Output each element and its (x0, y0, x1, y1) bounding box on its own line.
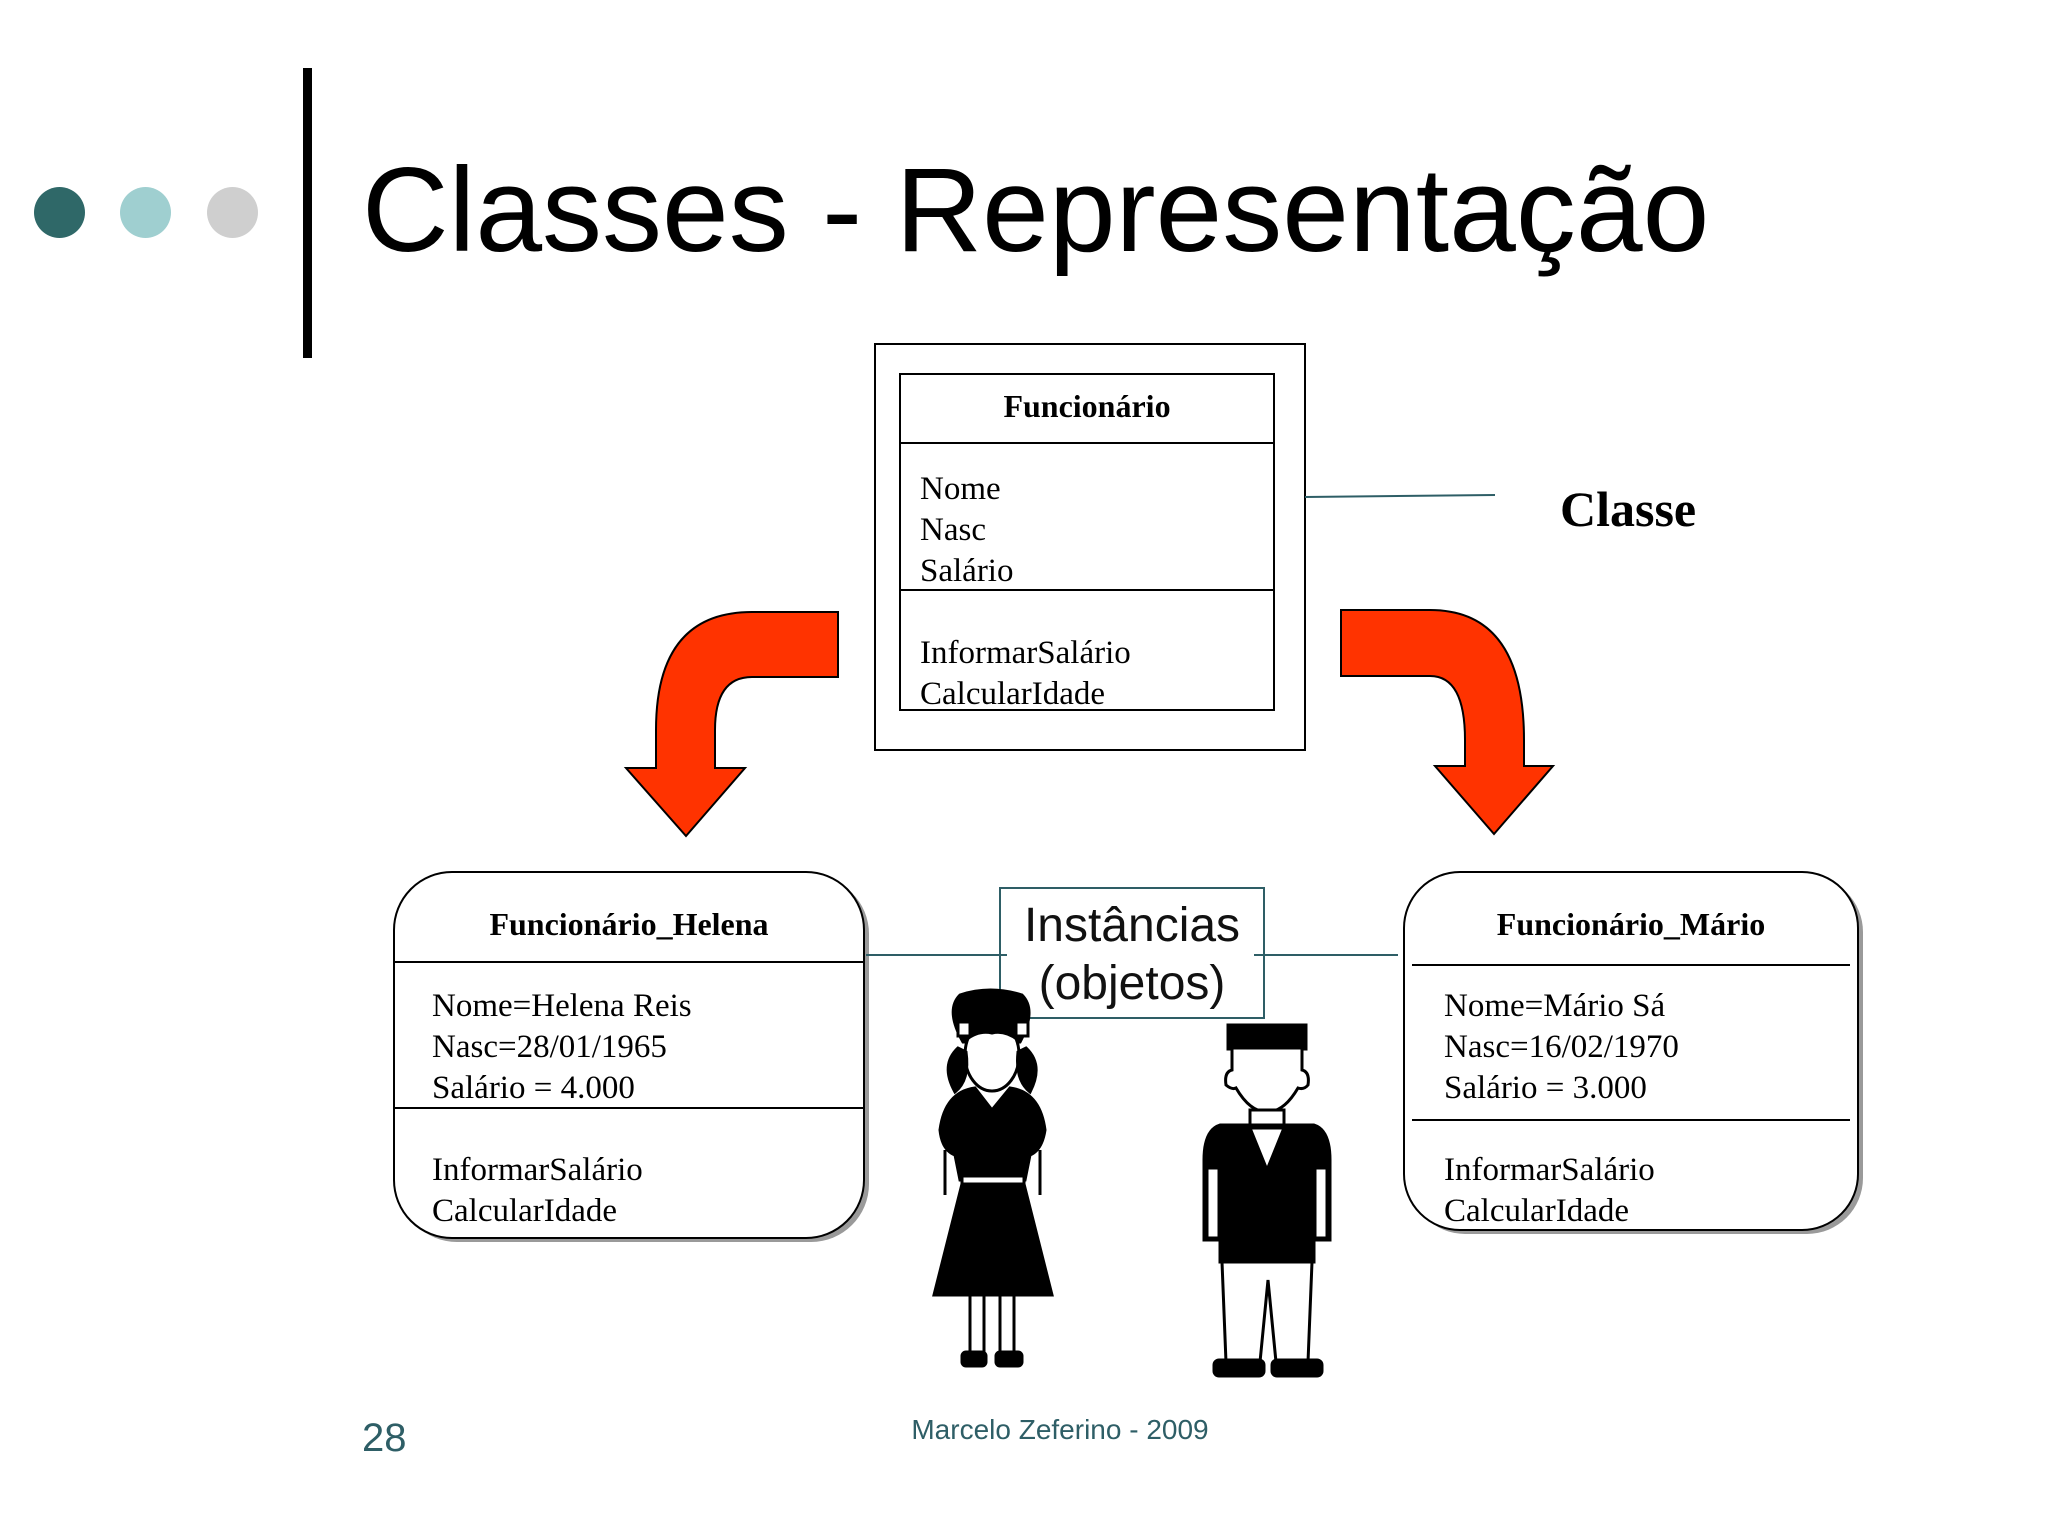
mario-attribute-salario: Salário = 3.000 (1444, 1068, 1647, 1109)
helena-object-name: Funcionário_Helena (394, 906, 864, 943)
class-attribute-salario: Salário (920, 551, 1013, 592)
class-method-informar: InformarSalário (920, 633, 1131, 674)
mario-attribute-nasc: Nasc=16/02/1970 (1444, 1027, 1679, 1068)
page-number: 28 (362, 1416, 407, 1461)
helena-attribute-salario: Salário = 4.000 (432, 1068, 635, 1109)
helena-method-calcular: CalcularIdade (432, 1191, 617, 1232)
helena-attribute-nome: Nome=Helena Reis (432, 986, 692, 1027)
helena-attribute-nasc: Nasc=28/01/1965 (432, 1027, 667, 1068)
classe-label: Classe (1560, 480, 1696, 538)
mario-method-informar: InformarSalário (1444, 1150, 1655, 1191)
mario-method-calcular: CalcularIdade (1444, 1191, 1629, 1232)
footer-author: Marcelo Zeferino - 2009 (900, 1414, 1220, 1446)
left-red-arrow-icon (626, 612, 838, 836)
instances-label-line1: Instâncias (1000, 897, 1264, 955)
instances-label: Instâncias (objetos) (1000, 897, 1264, 1013)
class-attribute-nome: Nome (920, 469, 1001, 510)
right-red-arrow-icon (1341, 610, 1553, 834)
helena-method-informar: InformarSalário (432, 1150, 643, 1191)
class-attribute-nasc: Nasc (920, 510, 986, 551)
girl-figure-icon (934, 990, 1052, 1366)
class-name: Funcionário (900, 388, 1274, 425)
classe-connector (1305, 495, 1495, 497)
mario-object-name: Funcionário_Mário (1404, 906, 1858, 943)
mario-attribute-nome: Nome=Mário Sá (1444, 986, 1665, 1027)
class-method-calcular: CalcularIdade (920, 674, 1105, 715)
boy-figure-icon (1204, 1025, 1330, 1376)
instances-label-line2: (objetos) (1000, 955, 1264, 1013)
